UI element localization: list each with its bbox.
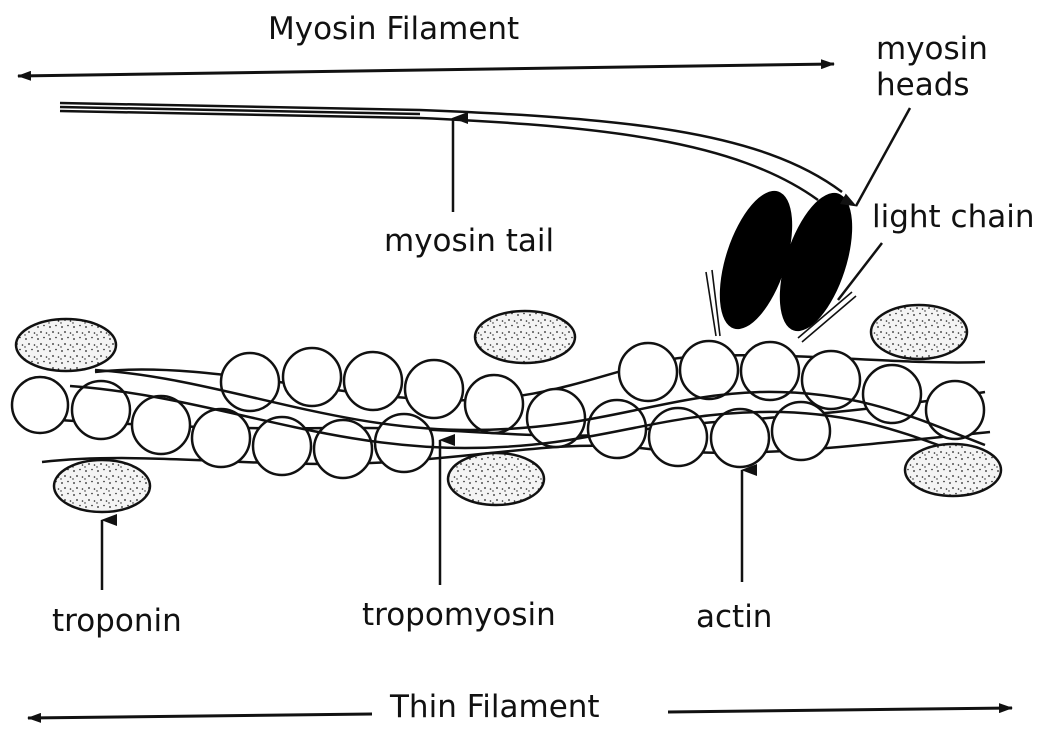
myosin-heads-label-line1: myosin: [876, 32, 988, 68]
actin-monomer: [12, 377, 68, 433]
actin-monomer: [863, 365, 921, 423]
myosin-tail: [60, 103, 842, 200]
actin-monomer: [132, 396, 190, 454]
myosin-filament-label: Myosin Filament: [268, 12, 519, 48]
myosin-heads-pointer: [856, 108, 910, 206]
actin-monomer: [680, 341, 738, 399]
actin-monomer: [253, 417, 311, 475]
myosin-tail-label: myosin tail: [384, 224, 554, 260]
light-chain-strand: [706, 270, 720, 336]
actin-monomer: [711, 409, 769, 467]
actin-monomer: [465, 375, 523, 433]
light-chain-label: light chain: [872, 200, 1035, 236]
troponin-blob: [16, 319, 116, 371]
actin-label: actin: [696, 600, 772, 636]
actin-monomer: [283, 348, 341, 406]
actin-monomer: [344, 352, 402, 410]
troponin-blob: [448, 453, 544, 505]
myosin-heads: [705, 182, 867, 342]
myosin-filament-arrow: [18, 64, 834, 76]
troponin-label: troponin: [52, 604, 182, 640]
troponin-blob: [54, 460, 150, 512]
myosin-heads-label-line2: heads: [876, 68, 988, 104]
actin-monomer: [926, 381, 984, 439]
thin-filament-label: Thin Filament: [390, 690, 600, 726]
troponin-blob: [871, 305, 967, 359]
actin-monomer: [405, 360, 463, 418]
thin-filament-arrow-right: [668, 708, 1012, 712]
myosin-heads-label: myosin heads: [876, 32, 988, 103]
troponin-blob: [475, 311, 575, 363]
actin-monomer: [772, 402, 830, 460]
troponin-blob: [905, 444, 1001, 496]
thin-filament-arrow-left: [28, 714, 372, 718]
actin-monomer: [192, 409, 250, 467]
actin-monomer: [314, 420, 372, 478]
tropomyosin-label: tropomyosin: [362, 598, 556, 634]
actin-monomer: [619, 343, 677, 401]
